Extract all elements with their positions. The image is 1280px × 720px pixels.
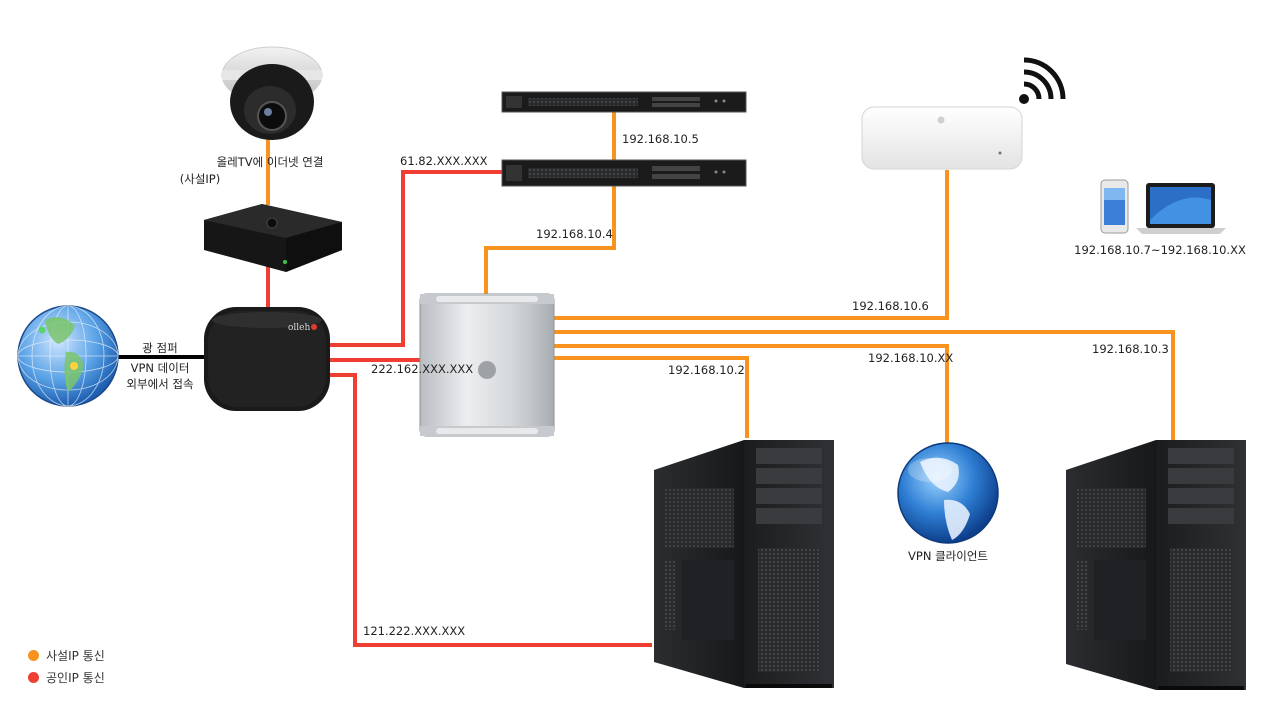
legend-private-swatch (28, 649, 39, 661)
tower-pc-icon (654, 440, 834, 688)
iptv-label: 올레TV에 이더넷 연결 (217, 155, 324, 169)
external-access-label: 외부에서 접속 (126, 377, 193, 391)
rack-server-icon (501, 159, 747, 187)
legend-private: 사설IP 통신 (28, 644, 105, 666)
vpn-data-label: VPN 데이터 (131, 361, 190, 375)
vpn-ip: 192.168.10.XX (868, 351, 953, 365)
legend-private-label: 사설IP 통신 (46, 648, 105, 663)
vpn-client-label: VPN 클라이언트 (908, 549, 988, 563)
internet-globe-icon (17, 305, 119, 407)
legend-public-swatch (28, 671, 39, 683)
router-brand: olleh (288, 323, 311, 333)
router-to-server-link (268, 170, 505, 347)
fiber-label: 광 점퍼 (142, 341, 177, 355)
vpn-client-link (486, 344, 949, 445)
vpn-globe-icon (897, 442, 999, 544)
server-public-ip: 61.82.XXX.XXX (400, 154, 488, 168)
security-camera-icon (221, 46, 323, 140)
airport-link (486, 170, 949, 320)
smartphone-icon (1100, 179, 1129, 234)
tower-pc-icon (1066, 440, 1246, 690)
pc1-ip: 192.168.10.2 (668, 363, 745, 377)
airport-ip: 192.168.10.6 (852, 299, 929, 313)
pc1-public-ip: 121.222.XXX.XXX (363, 624, 465, 638)
server-top-ip: 192.168.10.5 (622, 132, 699, 146)
pc2-ip: 192.168.10.3 (1092, 342, 1169, 356)
pc2-link (486, 330, 1175, 445)
server-bottom-ip: 192.168.10.4 (536, 227, 613, 241)
airport-base-station-icon (861, 106, 1023, 170)
pc1-link (486, 356, 749, 438)
mac-pro-icon (419, 293, 555, 437)
private-ip-links (266, 112, 1175, 445)
olleh-router-icon: olleh (204, 307, 330, 411)
iptv-sub-label: (사설IP) (180, 172, 220, 186)
devices-ip-range: 192.168.10.7~192.168.10.XX (1074, 243, 1246, 257)
laptop-icon (1136, 183, 1226, 234)
legend: 사설IP 통신 공인IP 통신 (28, 644, 105, 688)
legend-public: 공인IP 통신 (28, 666, 105, 688)
macpro-public-ip: 222.162.XXX.XXX (371, 362, 473, 376)
legend-public-label: 공인IP 통신 (46, 670, 105, 685)
rack-server-icon (501, 91, 747, 113)
wifi-icon (1019, 57, 1066, 104)
set-top-box-icon (204, 204, 342, 272)
